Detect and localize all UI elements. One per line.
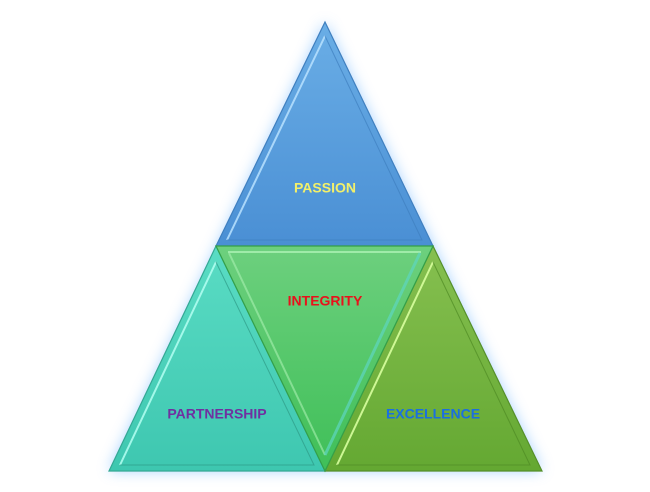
passion-bevel-highlight <box>226 35 326 241</box>
segment-integrity <box>215 245 434 473</box>
label-integrity: INTEGRITY <box>288 293 363 309</box>
partnership-bevel-shadow <box>120 261 315 466</box>
segment-passion <box>215 20 434 247</box>
label-passion: PASSION <box>294 180 356 196</box>
integrity-bevel-edge-left <box>228 252 326 456</box>
label-partnership: PARTNERSHIP <box>167 406 266 422</box>
passion-bevel-shadow <box>227 35 423 241</box>
integrity-triangle <box>215 245 434 473</box>
excellence-bevel-shadow <box>337 261 531 466</box>
partnership-bevel-highlight <box>119 261 217 466</box>
label-excellence: EXCELLENCE <box>386 406 480 422</box>
excellence-bevel-highlight <box>336 261 434 466</box>
integrity-bevel-edge-right <box>323 252 422 456</box>
passion-triangle <box>215 20 434 247</box>
